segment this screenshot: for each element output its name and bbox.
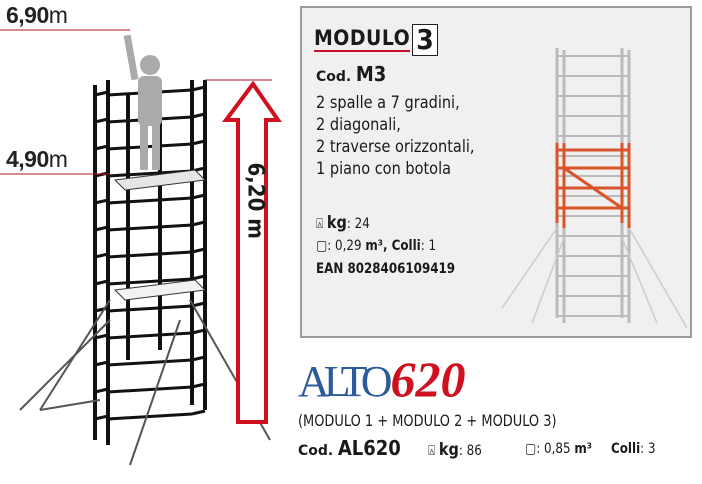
scaffold-rung [107, 277, 193, 286]
product-colli: Colli: 3 [611, 441, 656, 457]
scaffold-rung [191, 112, 206, 119]
scaffold-illustration [0, 29, 282, 466]
scaffold-rung [191, 382, 206, 389]
product-code: Cod. AL620 [298, 436, 401, 460]
product-composition: (MODULO 1 + MODULO 2 + MODULO 3) [298, 411, 557, 430]
scaffold-rung [107, 412, 193, 421]
scaffold-rung [94, 90, 109, 97]
weight-icon: ⍓ [428, 443, 436, 459]
module-components: 2 spalle a 7 gradini, 2 diagonali, 2 tra… [316, 93, 475, 178]
scaffold-rung [94, 306, 109, 313]
height-label-mid: 4,90m [6, 146, 68, 172]
scaffold-rung [191, 139, 206, 146]
volume-icon: ▢ [316, 238, 328, 254]
scaffold-rung [94, 225, 109, 232]
product-volume: ▢: 0,85 m³ [525, 441, 592, 457]
scaffold-rung [107, 358, 193, 367]
scaffold-rung [94, 198, 109, 205]
scaffold-rung [107, 250, 193, 259]
product-logo: ALTO620 [298, 351, 466, 407]
scaffold-rung [94, 144, 109, 151]
volume-icon: ▢ [525, 441, 537, 457]
scaffold-rung [107, 331, 193, 340]
scaffold-rung [191, 247, 206, 254]
height-arrow [222, 80, 282, 424]
scaffold-rung [191, 220, 206, 227]
scaffold-rung [94, 414, 109, 421]
scaffold-rung [191, 409, 206, 416]
module-scaffold-image [501, 48, 687, 329]
module-code: Cod. M3 [316, 62, 387, 86]
scaffold-rung [94, 333, 109, 340]
scaffold-rung [107, 196, 193, 205]
weight-icon: ⍓ [316, 216, 324, 232]
module-weight: ⍓ kg: 24 [316, 213, 370, 233]
scaffold-rung [107, 304, 193, 313]
scaffold-rung [107, 385, 193, 394]
scaffold-rung [191, 85, 206, 92]
scaffold-rung [191, 274, 206, 281]
scaffold-rung [94, 387, 109, 394]
height-label-top: 6,90m [6, 2, 68, 28]
scaffold-rung [191, 328, 206, 335]
scaffold-rung [94, 360, 109, 367]
scaffold-rung [94, 117, 109, 124]
module-volume: ▢: 0,29 m³, Colli: 1 [316, 238, 437, 254]
person-icon [123, 34, 162, 170]
scaffold-rung [191, 193, 206, 200]
scaffold-rung [191, 355, 206, 362]
product-weight: ⍓ kg: 86 [428, 440, 482, 460]
module-ean: EAN 8028406109419 [316, 261, 456, 277]
arrow-height-label: 6,20 m [242, 162, 268, 239]
scaffold-rung [94, 252, 109, 259]
scaffold-rung [107, 223, 193, 232]
scaffold-rung [94, 279, 109, 286]
scaffold-rung [107, 142, 193, 151]
